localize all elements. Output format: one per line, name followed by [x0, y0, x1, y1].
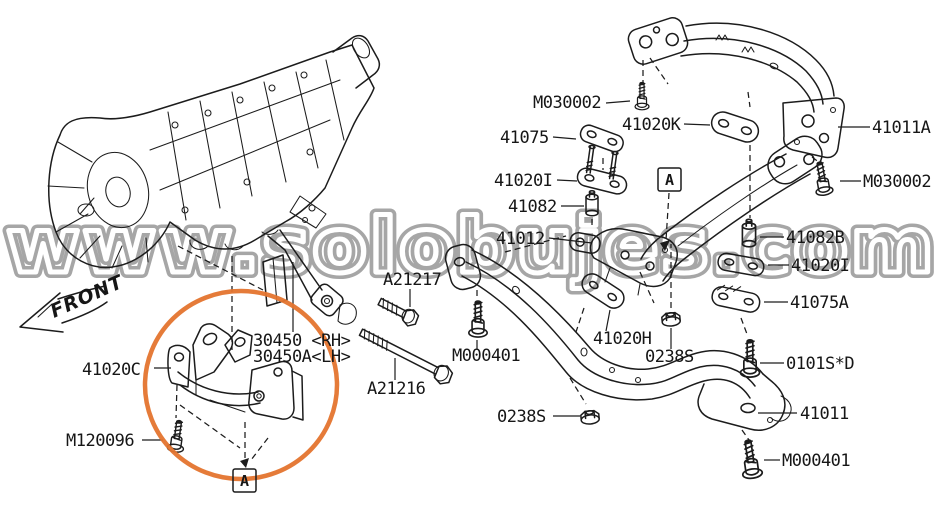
plate-41020i-left: [576, 167, 628, 195]
callout-41075: 41075: [500, 128, 549, 148]
callout-0238s-upper: 0238S: [645, 347, 694, 367]
line-art: [19, 17, 845, 481]
arrowhead-to-bracket: [660, 240, 670, 251]
plate-41020k: [710, 111, 760, 143]
transmission-drawing: [47, 34, 381, 269]
callout-a21217: A21217: [383, 270, 441, 290]
callout-41012: 41012: [496, 229, 545, 249]
bolt-m000401-mid: [468, 300, 488, 338]
callout-a21216: A21216: [367, 379, 426, 399]
screw-m030002-top: [634, 81, 650, 111]
bolt-m000401-bottom: [737, 437, 764, 481]
watermark: www.solobujes.com www.solobujes.com: [0, 195, 940, 296]
callout-41075a: 41075A: [790, 293, 849, 313]
bushing-41082b: [741, 218, 757, 248]
detail-marker-bottom: A: [232, 468, 257, 493]
callout-0101s-d: 0101S*D: [786, 354, 854, 374]
bracket-41012-drawing: [569, 227, 678, 296]
support-arm-drawing: [640, 135, 823, 282]
plate-41020i-right: [717, 252, 765, 277]
callout-m030002-top: M030002: [533, 93, 601, 113]
callout-30450a-lh: 30450A<LH>: [253, 347, 351, 367]
callout-41020i-right: 41020I: [791, 256, 849, 276]
watermark-text: www.solobujes.com: [6, 201, 936, 290]
detail-marker-bottom-label: A: [240, 472, 249, 490]
watermark-outline: www.solobujes.com: [6, 201, 936, 290]
crossmember-41011a-drawing: [627, 17, 845, 159]
callout-41020c: 41020C: [82, 360, 140, 380]
screw-m030002-right: [810, 159, 835, 198]
crossmember-41011-drawing: [444, 243, 792, 431]
bolt-a21217: [377, 297, 420, 327]
plate-41075a: [711, 284, 761, 313]
nut-0238s-upper: [660, 311, 682, 328]
nut-0238s-lower: [579, 409, 601, 426]
plate-41020h: [581, 273, 625, 309]
callout-41020k: 41020K: [622, 115, 682, 135]
arrowhead-to-marker: [240, 458, 249, 468]
dashed-lines: [175, 57, 821, 462]
leader-lines: [142, 100, 870, 461]
callout-m000401-bottom: M000401: [782, 451, 850, 471]
callout-41011a: 41011A: [872, 118, 931, 138]
callout-0238s-lower: 0238S: [497, 407, 546, 427]
callout-m120096: M120096: [66, 431, 134, 451]
callout-30450-rh: 30450 <RH>: [253, 331, 351, 351]
mount-41020c-drawing: [167, 323, 304, 421]
callout-41082: 41082: [508, 197, 557, 217]
detail-marker-top: A: [657, 167, 682, 192]
callout-m000401-mid: M000401: [452, 346, 520, 366]
callout-m030002-right: M030002: [863, 172, 931, 192]
bracket-41075: [579, 124, 624, 180]
callout-41011: 41011: [800, 404, 849, 424]
detail-marker-top-label: A: [665, 171, 674, 189]
callout-labels: M030002 41075 41020K 41011A M030002 4102…: [66, 93, 932, 471]
callout-41020i-left: 41020I: [494, 171, 552, 191]
highlight-circle: [142, 288, 340, 482]
callout-41020h: 41020H: [593, 329, 652, 349]
bolt-a21216: [358, 328, 454, 385]
front-arrow-icon: [19, 285, 108, 333]
bushing-41082: [585, 190, 599, 217]
stopper-bracket-30450: [262, 229, 357, 325]
callout-41082b: 41082B: [786, 228, 845, 248]
